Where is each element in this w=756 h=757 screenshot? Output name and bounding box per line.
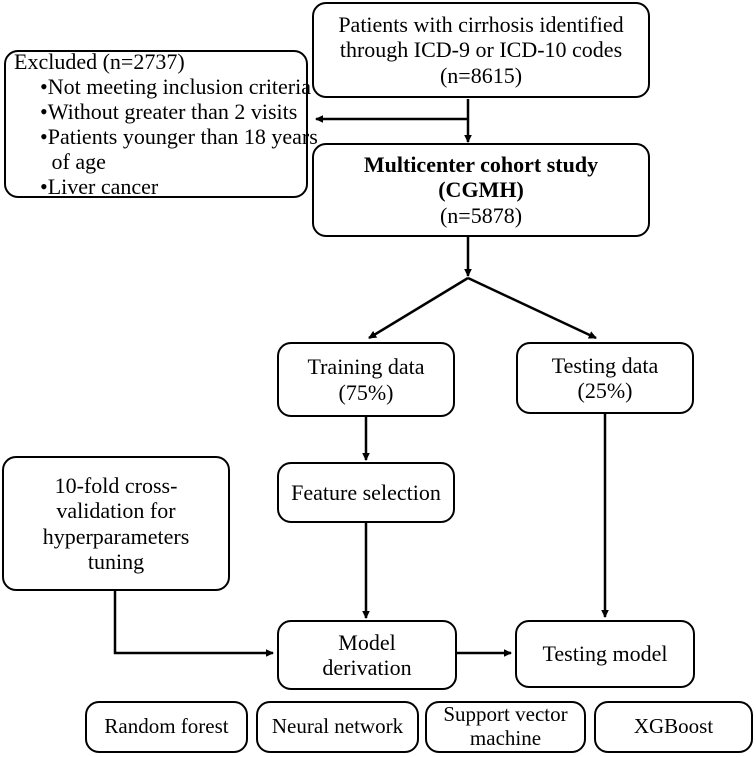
node-cross-validation[interactable]: 10-fold cross- validation for hyperparam… [2,456,230,591]
training-data-line-1: Training data [307,354,425,380]
cross-validation-line-1: 10-fold cross- [54,473,178,499]
excluded-bullet-4: •Liver cancer [40,174,159,200]
cross-validation-line-4: tuning [87,548,145,574]
source-cohort-line-3: (n=8615) [439,62,523,88]
node-feature-selection[interactable]: Feature selection [277,462,455,523]
source-cohort-line-2: through ICD-9 or ICD-10 codes [339,37,623,63]
cohort-study-line-2: (CGMH) [438,177,524,203]
node-support-vector-machine[interactable]: Support vector machine [425,701,586,753]
excluded-bullet-1: •Not meeting inclusion criteria [40,73,312,99]
node-testing-model[interactable]: Testing model [515,620,695,688]
node-source-cohort[interactable]: Patients with cirrhosis identified throu… [312,2,650,98]
edge-split-to-training [368,276,469,340]
node-random-forest[interactable]: Random forest [85,701,248,753]
node-xgboost[interactable]: XGBoost [594,701,753,753]
cross-validation-line-2: validation for [56,498,176,524]
model-derivation-line-2: derivation [322,655,412,680]
cohort-study-line-1: Multicenter cohort study [363,152,599,178]
node-testing-data[interactable]: Testing data (25%) [516,342,694,414]
node-multicenter-cohort-study[interactable]: Multicenter cohort study (CGMH) (n=5878) [312,143,650,237]
excluded-heading: Excluded (n=2737) [14,48,185,74]
random-forest-label: Random forest [104,714,229,739]
edge-cv-to-model [113,591,275,657]
excluded-bullet-2: •Without greater than 2 visits [40,98,298,124]
testing-data-line-1: Testing data [551,352,659,378]
excluded-bullet-3: •Patients younger than 18 years [40,124,318,149]
testing-data-line-2: (25%) [577,378,633,403]
excluded-bullet-3-cont: of age [46,149,106,175]
support-vector-machine-line-2: machine [469,726,542,750]
node-neural-network[interactable]: Neural network [256,701,419,753]
edge-split-to-testing [467,276,597,340]
node-training-data[interactable]: Training data (75%) [277,342,455,417]
model-derivation-line-1: Model [338,629,396,655]
training-data-line-2: (75%) [338,379,394,405]
testing-model-label: Testing model [542,641,668,667]
feature-selection-label: Feature selection [291,479,441,505]
cross-validation-line-3: hyperparameters [42,523,190,549]
xgboost-label: XGBoost [633,714,714,739]
node-model-derivation[interactable]: Model derivation [277,620,457,690]
cohort-study-count: (n=5878) [439,202,523,228]
node-excluded[interactable]: Excluded (n=2737) •Not meeting inclusion… [4,48,318,200]
neural-network-label: Neural network [271,714,404,739]
support-vector-machine-line-1: Support vector [443,702,568,727]
source-cohort-line-1: Patients with cirrhosis identified [338,12,624,38]
